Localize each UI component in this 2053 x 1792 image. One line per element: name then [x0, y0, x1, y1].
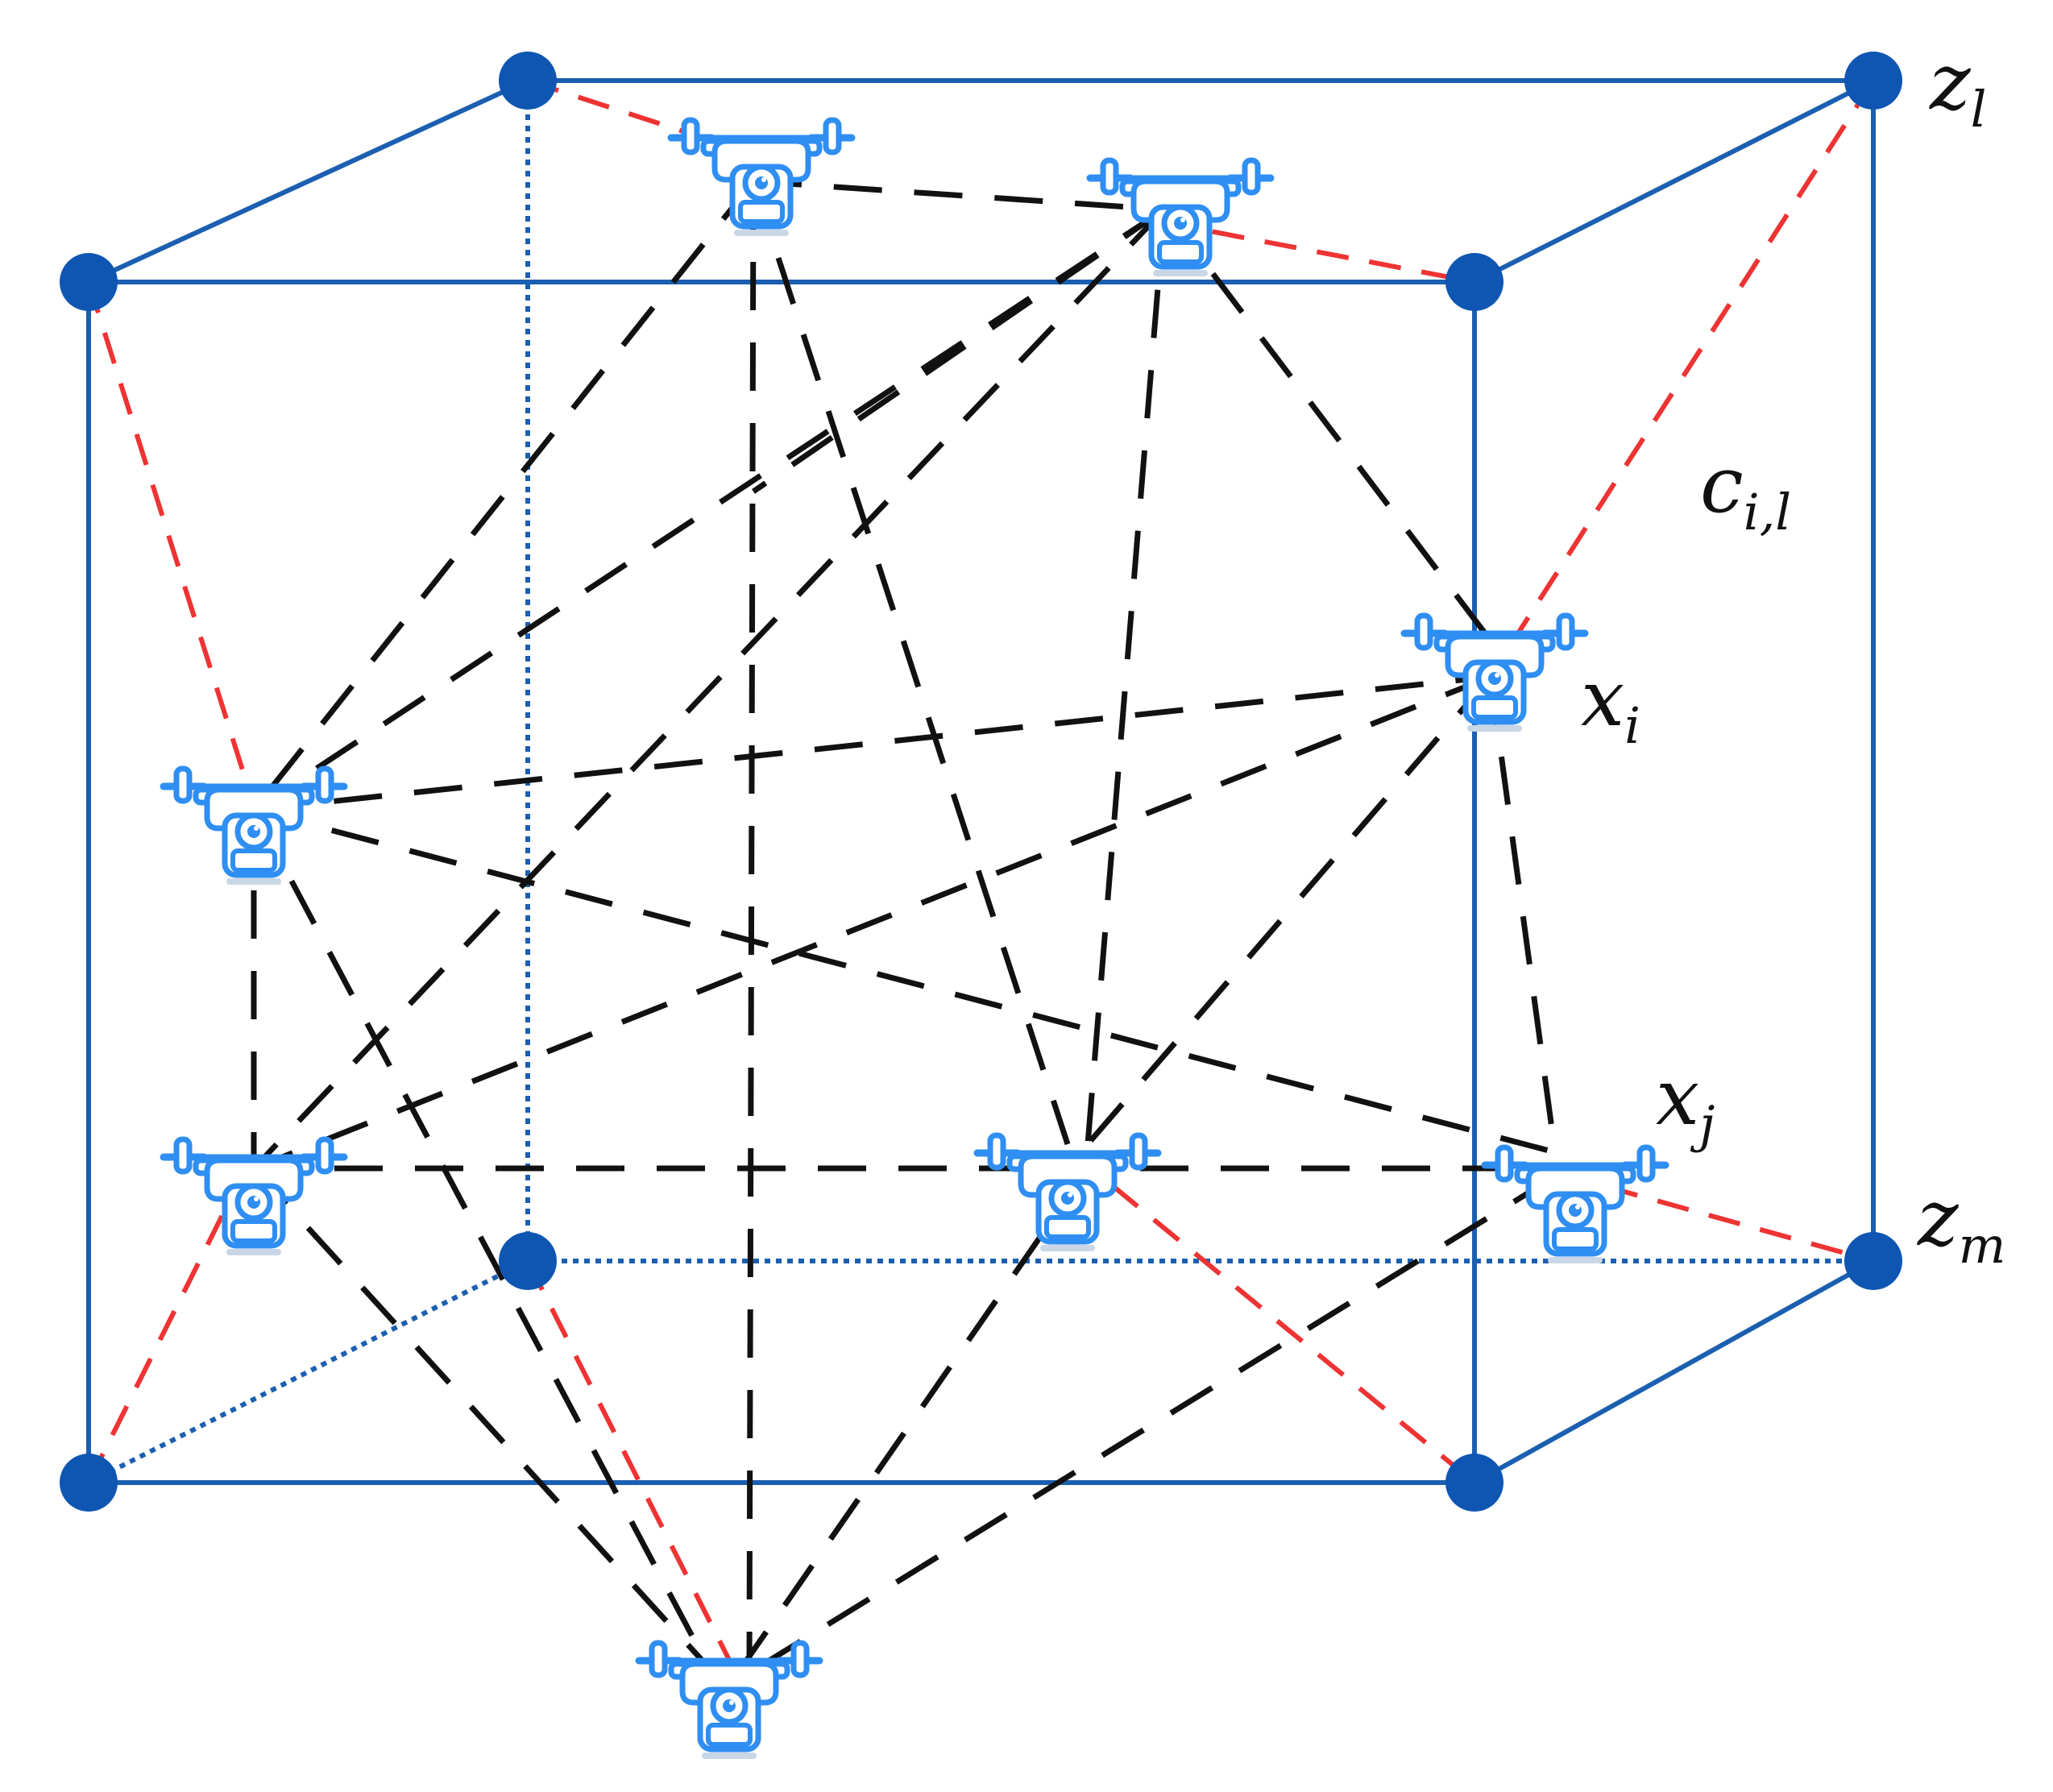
- label-z-l: zl: [1929, 37, 1986, 139]
- drone-icon: [977, 1135, 1158, 1251]
- vertex-dot: [60, 253, 118, 311]
- drones: [164, 120, 1665, 1759]
- vertex-dot: [1445, 253, 1503, 311]
- cube-vertices: [60, 52, 1902, 1512]
- vertex-dot: [60, 1454, 118, 1512]
- drone-icon: [671, 120, 852, 236]
- cube-edge: [1473, 78, 1875, 284]
- cube-edge: [87, 78, 529, 284]
- vertex-dot: [499, 52, 557, 110]
- cube-visible-edges: [86, 78, 1876, 1485]
- cube-hidden-edges: [87, 81, 1873, 1485]
- vertex-dot: [1844, 52, 1902, 110]
- drone-icon: [1404, 616, 1585, 732]
- hidden-edge: [87, 1259, 529, 1485]
- vertex-dot: [1445, 1454, 1503, 1512]
- label-c-il: ci,l: [1700, 440, 1791, 541]
- cube-edge: [1473, 1259, 1875, 1485]
- label-x-j: xj: [1656, 1052, 1715, 1154]
- drone-icon: [639, 1643, 819, 1759]
- drone-icon: [1485, 1147, 1665, 1263]
- vertex-dot: [1844, 1232, 1902, 1290]
- drone-icon: [1090, 160, 1271, 276]
- vertex-dot: [499, 1232, 557, 1290]
- drone-links: [251, 178, 1558, 1670]
- label-z-m: zm: [1917, 1173, 2005, 1275]
- label-x-i: xi: [1581, 653, 1640, 755]
- drone-icon: [164, 769, 344, 885]
